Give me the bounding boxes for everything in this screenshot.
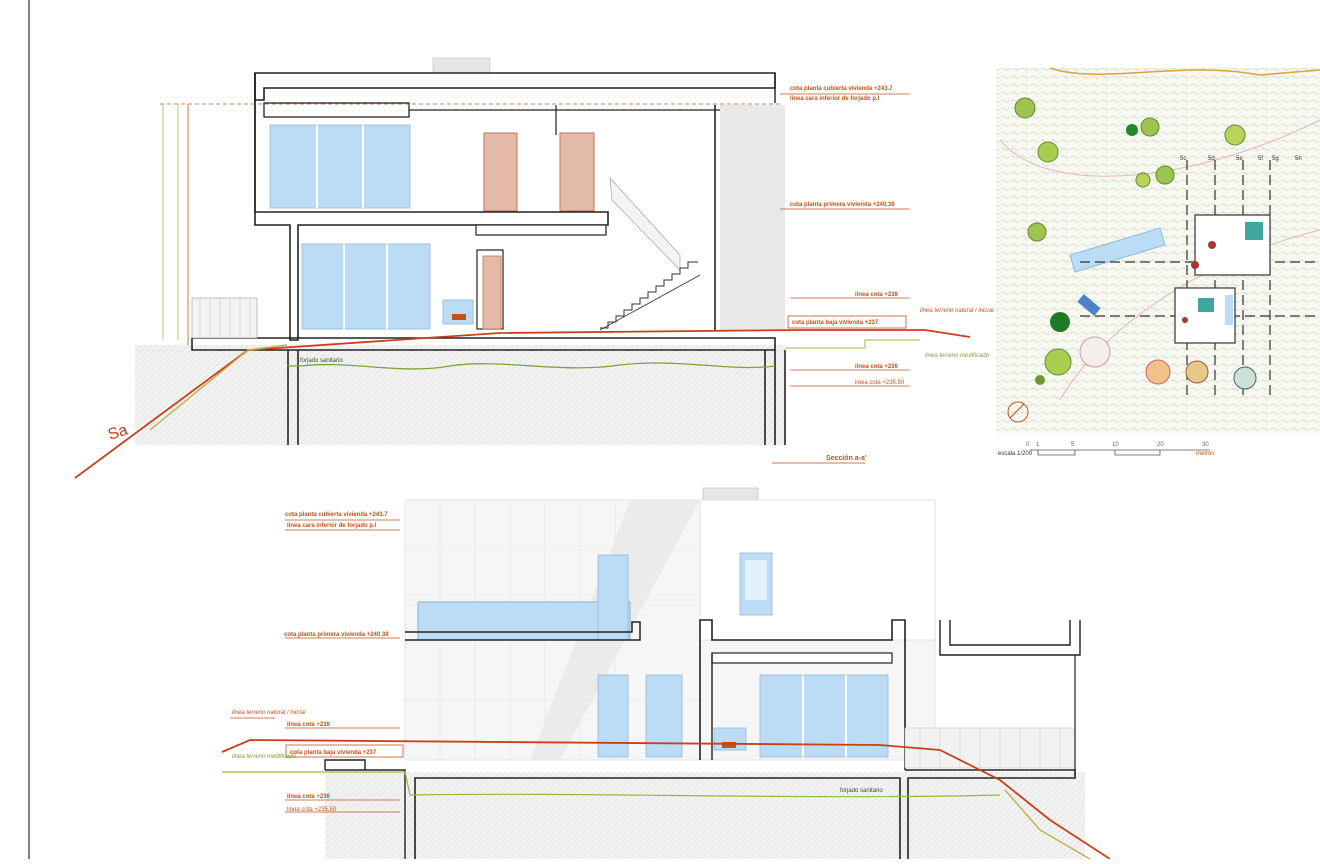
label-cubierta: cota planta cubierta vivienda +243.7 [790, 86, 893, 92]
axis-label-2: 5d [1208, 156, 1215, 162]
label-cota238: linea cota +238 [855, 292, 899, 298]
label-b-cubierta: cota planta cubierta vivienda +243.7 [285, 512, 388, 518]
site-plan: 5c 5d 5e 5f 5g 5h escala 1/200 metros 0 … [996, 67, 1320, 457]
label-b-terreno-modificado: linea terreno modificado [232, 754, 297, 760]
section-mark: Sa [106, 422, 130, 444]
trees [1014, 97, 1257, 390]
scale-tick-20: 20 [1157, 442, 1164, 448]
axis-label-5: 5g [1272, 156, 1279, 162]
label-forjado: linea cara inferior de forjado p.l [790, 96, 880, 102]
label-cota23550: linea cota +235.50 [855, 380, 905, 386]
axis-label-4: 5f [1258, 156, 1263, 162]
ground-hatch [135, 345, 785, 445]
label-b-primera: cota planta primera vivienda +240.39 [284, 632, 389, 638]
neighbour-wall [720, 105, 785, 330]
label-cota236: linea cota +236 [855, 364, 899, 370]
scale-tick-30: 30 [1202, 442, 1209, 448]
axis-label-3: 5e [1236, 156, 1243, 162]
scale-label: escala 1/200 [998, 451, 1033, 457]
label-forjado-sanitario: forjado sanitario [300, 358, 343, 364]
label-b-forjado: linea cara inferior de forjado p.l [287, 523, 377, 529]
section-title: Sección a-a' [826, 455, 867, 462]
scale-tick-0: 0 [1026, 442, 1030, 448]
scale-tick-10: 10 [1112, 442, 1119, 448]
label-primera: cota planta primera vivienda +240.39 [790, 202, 895, 208]
label-terreno-modificado: linea terreno modificado [925, 353, 990, 359]
door-upper-1 [483, 132, 518, 212]
section-a-a: cota planta cubierta vivienda +243.7 lin… [74, 57, 994, 479]
terrain-natural-line [74, 329, 971, 479]
terrain-natural-line-b [221, 739, 1111, 860]
ground-window [301, 243, 431, 330]
balcony-glass [417, 601, 631, 641]
label-b-terreno-natural: linea terreno natural / inicial [232, 710, 306, 716]
section-b-b: cota planta cubierta vivienda +243.7 lin… [221, 487, 1111, 860]
label-b-baja: cota planta baja vivienda +237 [290, 750, 377, 756]
label-b-forjado-sanitario: forjado sanitario [840, 788, 883, 794]
door-upper-2 [559, 132, 595, 212]
axis-label-1: 5c [1180, 156, 1186, 162]
label-b-cota236: linea cota +236 [287, 794, 331, 800]
pool [1069, 227, 1166, 273]
scale-unit: metros [1196, 451, 1214, 457]
terrain-modified-line-b [222, 771, 1001, 798]
terrain-modified-line [287, 362, 776, 370]
label-b-cota23550: linea cota +235.50 [287, 807, 337, 813]
scale-tick-1: 1 [1036, 442, 1040, 448]
scale-tick-5: 5 [1071, 442, 1075, 448]
label-terreno-natural: linea terreno natural / inicial [920, 308, 994, 314]
north-arrow-icon [1007, 401, 1029, 423]
axis-label-6: 5h [1295, 156, 1302, 162]
label-b-cota238: linea cota +238 [287, 722, 331, 728]
upper-window [269, 124, 411, 209]
label-baja: cota planta baja vivienda +237 [792, 320, 879, 326]
